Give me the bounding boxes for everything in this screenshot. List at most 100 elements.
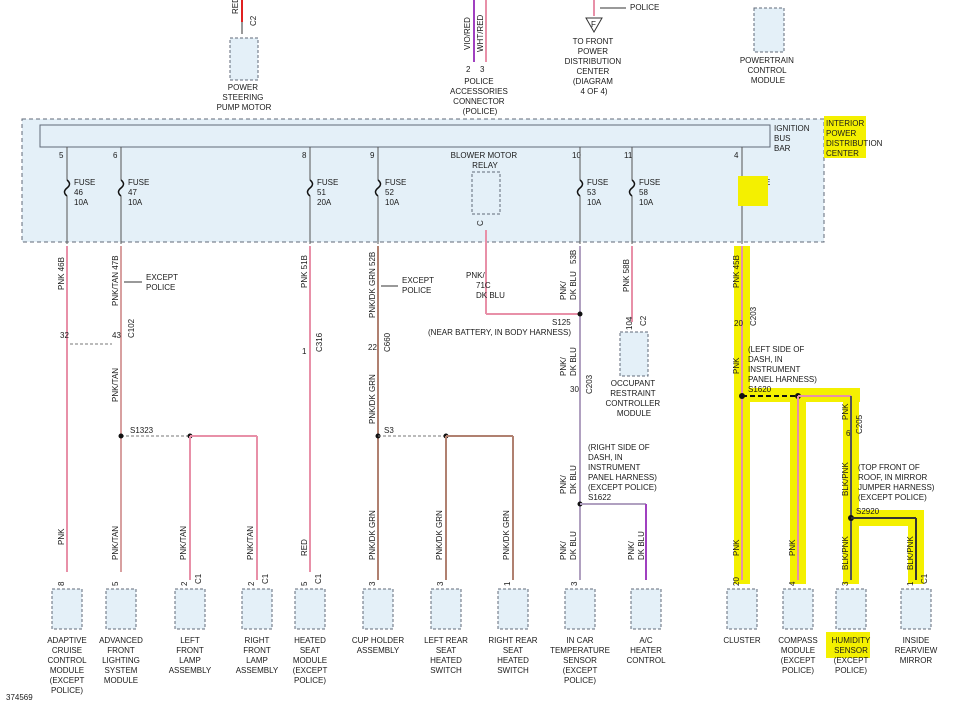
fuse-pin: 8	[302, 151, 307, 160]
psp-motor-box	[229, 37, 259, 81]
fuse-pin: 6	[113, 151, 118, 160]
module-pin: 1	[906, 581, 915, 586]
wire-label-pnk-dkgrn-4: PNK/DK GRN	[502, 510, 511, 560]
wire-label-pnk-dkgrn-3: PNK/DK GRN	[435, 510, 444, 560]
wire-label-58b: PNK 58B	[622, 259, 631, 292]
connector-c205: C205	[855, 414, 864, 434]
f-marker-triangle	[585, 17, 603, 34]
wire-label-pnk-dkgrn-1: PNK/DK GRN	[368, 374, 377, 424]
highlight-humidity-label	[826, 632, 870, 658]
module-pin: 3	[570, 581, 579, 586]
psp-motor-label: POWER STEERING PUMP MOTOR	[217, 83, 272, 112]
module-connector: C1	[314, 573, 323, 584]
fuse-symbol	[117, 179, 125, 197]
wire-label-46b: PNK 46B	[57, 257, 66, 290]
s1323-splice	[118, 433, 124, 439]
wire-label-pnk-acc: PNK	[57, 528, 66, 545]
fuse-pin: 10	[572, 151, 581, 160]
module-box	[564, 588, 596, 630]
module-box	[497, 588, 529, 630]
wire-label-pnk-cluster: PNK	[732, 539, 741, 556]
wire-label-53b-c: PNK/	[559, 357, 568, 376]
wire-label-vio-red: VIO/RED	[463, 17, 472, 50]
module-pin: 3	[368, 581, 377, 586]
wire-label-pnk-tan-3: PNK/TAN	[179, 526, 188, 560]
police-label: POLICE	[630, 3, 659, 12]
blower-relay-box	[471, 171, 501, 215]
module-box	[430, 588, 462, 630]
police-acc-label: POLICE ACCESSORIES CONNECTOR (POLICE)	[450, 77, 510, 116]
fuse-pin: 11	[624, 151, 633, 160]
wire-label-53b-e: PNK/	[559, 475, 568, 494]
module-box	[105, 588, 137, 630]
blower-relay-pin: C	[476, 220, 485, 226]
module-pin: 3	[841, 581, 850, 586]
module-label: CLUSTER	[723, 636, 761, 645]
connector-c203-left: C203	[749, 306, 758, 326]
fuse-symbol	[306, 179, 314, 197]
wire-label-ac-b: DK BLU	[637, 531, 646, 560]
module-box	[835, 588, 867, 630]
pin-6: 6	[846, 429, 851, 438]
wire-label-51b: PNK 51B	[300, 255, 309, 288]
wire-label-blk-pnk-3: BLK/PNK	[906, 536, 915, 570]
pin-3: 3	[480, 65, 485, 74]
connector-c660: C660	[383, 332, 392, 352]
wire-label-pnk-tan-1: PNK/TAN	[111, 368, 120, 402]
wire-label-53b-d: DK BLU	[569, 347, 578, 376]
wire-label-53b-a: PNK/	[559, 281, 568, 300]
pcm-box	[753, 7, 785, 53]
module-connector: C1	[261, 573, 270, 584]
ipdc-box: IGNITION BUS BAR INTERIOR POWER DISTRIBU…	[21, 116, 883, 244]
connector-c2-orc: C2	[639, 315, 648, 326]
fuse-symbol	[374, 179, 382, 197]
fuse-pin: 5	[59, 151, 64, 160]
left-dash-note: (LEFT SIDE OF DASH, IN INSTRUMENT PANEL …	[748, 345, 819, 394]
splice-s1323: S1323	[130, 426, 154, 435]
module-pin: 2	[247, 581, 256, 586]
pin-22: 22	[368, 343, 377, 352]
right-dash-note: (RIGHT SIDE OF DASH, IN INSTRUMENT PANEL…	[588, 443, 659, 502]
splice-s3: S3	[384, 426, 394, 435]
wire-label-53b-h: DK BLU	[569, 531, 578, 560]
module-pin: 8	[57, 581, 66, 586]
module-pin: 5	[300, 581, 309, 586]
module-pin: 2	[180, 581, 189, 586]
s1620-splice	[739, 393, 745, 399]
wire-label-wht-red: WHT/RED	[476, 14, 485, 52]
fuse-pin: 4	[734, 151, 739, 160]
wires: PNK 46B 32 PNK PNK/TAN 47B EXCEPT POLICE…	[57, 176, 935, 658]
s125-splice	[577, 311, 583, 317]
fuse-pin: 9	[370, 151, 375, 160]
wire-label-53b-g: PNK/	[559, 541, 568, 560]
blower-relay-label: BLOWER MOTOR RELAY	[451, 151, 520, 170]
wire-label-pnk-dkgrn-2: PNK/DK GRN	[368, 510, 377, 560]
module-box	[726, 588, 758, 630]
splice-s125: S125	[552, 318, 571, 327]
wire-label-red: RED	[231, 0, 240, 14]
module-box	[241, 588, 273, 630]
occupant-label: OCCUPANT RESTRAINT CONTROLLER MODULE	[606, 379, 663, 418]
